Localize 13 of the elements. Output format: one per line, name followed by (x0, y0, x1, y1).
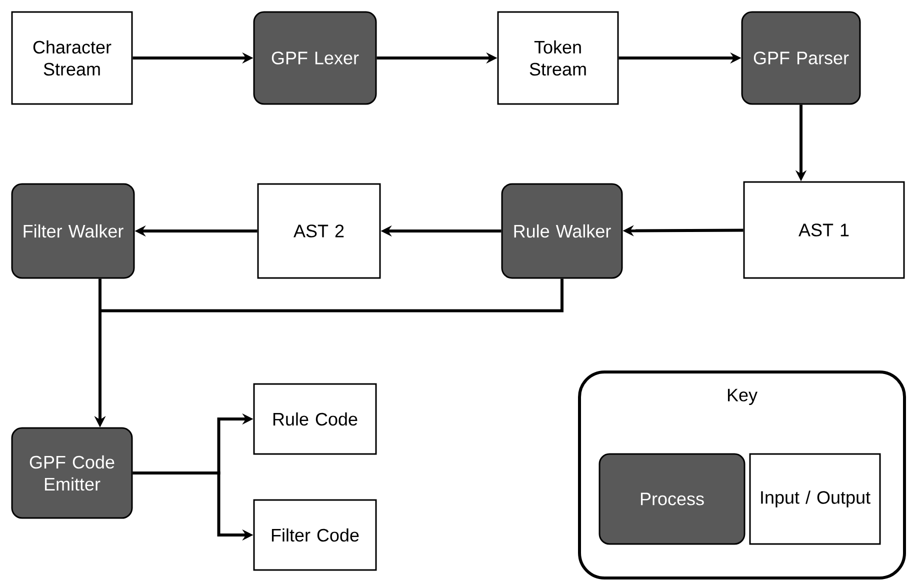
process-box: GPF Code Emitter (11, 427, 133, 519)
io-box: Character Stream (11, 11, 133, 105)
process-box: Rule Walker (501, 183, 623, 279)
io-box: Token Stream (497, 11, 619, 105)
process-box: Process (598, 453, 746, 545)
io-box: AST 1 (743, 181, 905, 279)
process-box: Filter Walker (11, 183, 135, 279)
io-box: Input / Output (749, 453, 881, 545)
process-box: GPF Parser (741, 11, 861, 105)
io-box: Filter Code (253, 499, 377, 571)
io-box: AST 2 (257, 183, 381, 279)
process-box: GPF Lexer (253, 11, 377, 105)
io-box: Rule Code (253, 383, 377, 455)
